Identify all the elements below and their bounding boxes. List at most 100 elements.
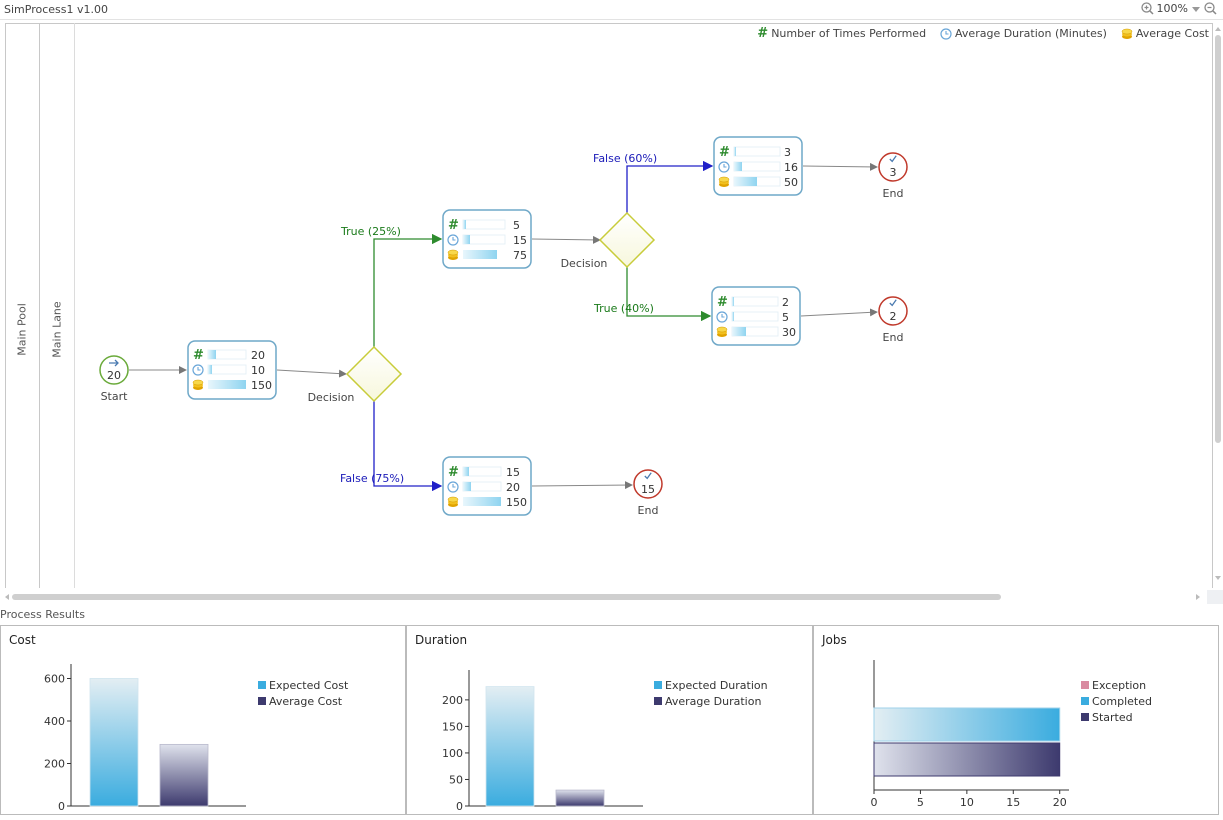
- task2-duration: 15: [513, 234, 527, 247]
- diagram-canvas[interactable]: [5, 23, 1213, 588]
- end-event-b[interactable]: 2 End: [878, 296, 908, 344]
- title-bar: SimProcess1 v1.00 100%: [0, 0, 1223, 20]
- x-tick-label: 10: [960, 796, 974, 809]
- task-4[interactable]: # 3 16 50: [713, 136, 803, 196]
- flow-label-false60: False (60%): [593, 152, 657, 165]
- flow-true25: [373, 233, 443, 347]
- task3-cost: 150: [506, 496, 527, 509]
- y-tick-label: 200: [44, 758, 65, 771]
- zoom-dropdown-icon[interactable]: [1191, 4, 1201, 14]
- legend-swatch: [654, 681, 662, 689]
- task-1[interactable]: # 20 10 150: [187, 340, 277, 400]
- x-tick-label: 15: [1006, 796, 1020, 809]
- decision2-label: Decision: [561, 257, 608, 270]
- decision-gateway-1[interactable]: Decision: [308, 345, 403, 404]
- task-3[interactable]: # 15 20 150: [442, 456, 532, 516]
- clock-icon: [192, 364, 204, 376]
- hash-icon: #: [448, 465, 459, 480]
- decision-gateway-2[interactable]: Decision: [561, 211, 656, 270]
- y-tick-label: 50: [449, 773, 463, 786]
- task2-cost: 75: [513, 249, 527, 262]
- coins-icon: [447, 496, 459, 508]
- legend-count: # Number of Times Performed: [757, 26, 927, 41]
- flow-task2-decision2: [531, 235, 601, 244]
- endB-label: End: [883, 331, 904, 344]
- start-event[interactable]: 20 Start: [99, 355, 129, 403]
- lane-header[interactable]: Main Lane: [40, 23, 75, 588]
- bar-started: [873, 742, 1061, 777]
- legend-swatch: [1081, 697, 1089, 705]
- endC-count: 15: [641, 483, 655, 496]
- task3-duration: 20: [506, 481, 520, 494]
- task4-count: 3: [784, 146, 791, 159]
- jobs-chart: 0 5 10 15 20: [871, 660, 1069, 809]
- y-tick-label: 100: [442, 747, 463, 760]
- end-event-a[interactable]: 3 End: [878, 152, 908, 200]
- pool-header[interactable]: Main Pool: [5, 23, 40, 588]
- task1-duration: 10: [251, 364, 265, 377]
- legend-expected-duration: Expected Duration: [665, 678, 768, 692]
- app-title: SimProcess1 v1.00: [4, 3, 108, 16]
- clock-icon: [447, 481, 459, 493]
- sequence-flows: [129, 160, 878, 492]
- metrics-legend: # Number of Times Performed Average Dura…: [757, 26, 1209, 41]
- x-tick-label: 0: [871, 796, 878, 809]
- cost-legend: Expected Cost Average Cost: [258, 677, 348, 709]
- task5-cost: 30: [782, 326, 796, 339]
- vertical-scrollbar[interactable]: [1213, 23, 1223, 588]
- endB-count: 2: [890, 310, 897, 323]
- end-event-c[interactable]: 15 End: [633, 469, 663, 517]
- task4-duration: 16: [784, 161, 798, 174]
- flow-task1-decision1: [276, 369, 347, 378]
- duration-legend: Expected Duration Average Duration: [654, 677, 768, 709]
- flow-false60: [626, 160, 714, 213]
- endC-label: End: [638, 504, 659, 517]
- bar-expected-duration: [485, 686, 535, 807]
- flow-false75: [373, 401, 443, 492]
- bar-completed: [873, 707, 1061, 742]
- vertical-scroll-thumb: [1215, 35, 1221, 443]
- task1-count: 20: [251, 349, 265, 362]
- task5-duration: 5: [782, 311, 789, 324]
- legend-swatch: [258, 681, 266, 689]
- y-tick-label: 600: [44, 673, 65, 686]
- task-5[interactable]: # 2 5 30: [711, 286, 801, 346]
- y-tick-label: 150: [442, 720, 463, 733]
- legend-swatch: [1081, 713, 1089, 721]
- coins-icon: [447, 249, 459, 261]
- y-tick-label: 0: [456, 800, 463, 813]
- jobs-title: Jobs: [822, 633, 847, 647]
- results-label: Process Results: [0, 608, 85, 621]
- y-tick-label: 0: [58, 800, 65, 813]
- clock-icon: [940, 27, 952, 40]
- task1-cost: 150: [251, 379, 272, 392]
- legend-swatch: [1081, 681, 1089, 689]
- endA-count: 3: [890, 166, 897, 179]
- zoom-level: 100%: [1156, 2, 1188, 15]
- task-2[interactable]: # 5 15 75: [442, 209, 532, 269]
- clock-icon: [716, 311, 728, 323]
- legend-average-duration: Average Duration: [665, 694, 762, 708]
- flow-label-true40: True (40%): [593, 302, 654, 315]
- x-tick-label: 20: [1053, 796, 1067, 809]
- x-tick-label: 5: [917, 796, 924, 809]
- duration-title: Duration: [415, 633, 468, 647]
- cost-title: Cost: [9, 633, 36, 647]
- coins-icon: [718, 176, 730, 188]
- coins-icon: [1121, 28, 1133, 39]
- start-label: Start: [101, 390, 129, 403]
- flow-task3-endC: [531, 481, 633, 490]
- zoom-control: 100%: [1140, 2, 1217, 15]
- bar-expected-cost: [89, 678, 139, 807]
- zoom-out-icon[interactable]: [1204, 2, 1217, 15]
- task2-count: 5: [513, 219, 520, 232]
- arrow-right-icon: [109, 359, 119, 367]
- legend-average-cost: Average Cost: [269, 694, 343, 708]
- legend-started: Started: [1092, 710, 1133, 724]
- horizontal-scrollbar[interactable]: [0, 590, 1223, 604]
- zoom-in-icon[interactable]: [1140, 2, 1154, 15]
